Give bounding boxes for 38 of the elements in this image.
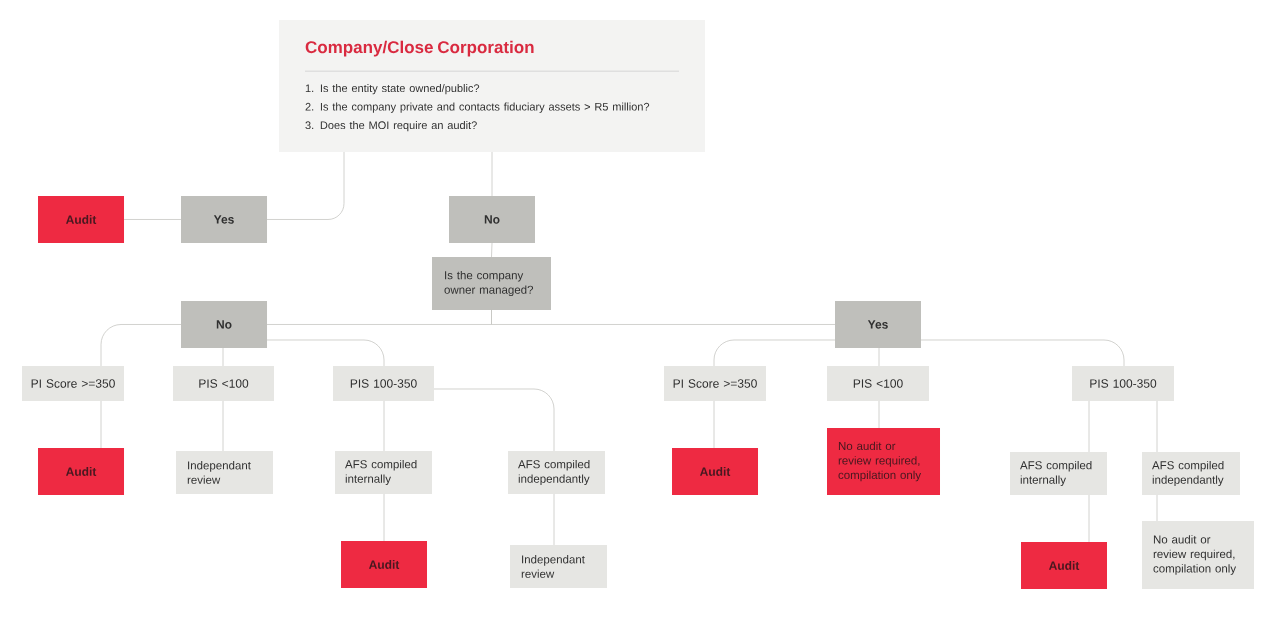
outcome-box: Audit (38, 196, 124, 243)
decision-box: Yes (835, 301, 921, 348)
outcome-box: Audit (672, 448, 758, 495)
list-item: 1. Is the entity state owned/public? (305, 84, 480, 95)
outcome-box: Audit (38, 448, 124, 495)
criteria-box: PI Score >=350 (664, 366, 766, 401)
outcome-box: No audit or review required, compilation only (1142, 521, 1254, 589)
question-box: Is the company owner managed? (432, 257, 551, 310)
criteria-box: PIS 100-350 (333, 366, 434, 401)
criteria-box: PIS <100 (173, 366, 274, 401)
list-item: 2. Is the company private and contacts fiduciary assets > R5 million? (305, 102, 650, 113)
outcome-box: Audit (341, 541, 427, 588)
outcome-box: Independant review (176, 451, 273, 494)
connector-line (491, 309, 836, 325)
list-item: 3. Does the MOI require an audit? (305, 121, 477, 132)
decision-box: No (449, 196, 535, 243)
connector-line (266, 339, 385, 367)
outcome-box: No audit or review required, compilation only (827, 428, 940, 495)
process-box: AFS compiled independantly (508, 451, 605, 494)
question-panel (279, 20, 705, 152)
outcome-box: Independant review (510, 545, 607, 588)
connector-line (920, 339, 1125, 367)
criteria-box: PI Score >=350 (22, 366, 124, 401)
process-box: AFS compiled independantly (1142, 452, 1240, 495)
connector-line (491, 242, 493, 258)
criteria-box: PIS <100 (827, 366, 929, 401)
process-box: AFS compiled internally (1010, 452, 1107, 495)
process-box: AFS compiled internally (335, 451, 432, 494)
decision-box: No (181, 301, 267, 348)
connector-line (266, 151, 345, 220)
connector-line (713, 339, 836, 367)
connector-line (433, 388, 555, 452)
connector-line (100, 324, 182, 367)
outcome-box: Audit (1021, 542, 1107, 589)
box-heading: Company/Close Corporation (305, 40, 534, 57)
criteria-box: PIS 100-350 (1072, 366, 1174, 401)
decision-box: Yes (181, 196, 267, 243)
connector-line (123, 219, 182, 220)
